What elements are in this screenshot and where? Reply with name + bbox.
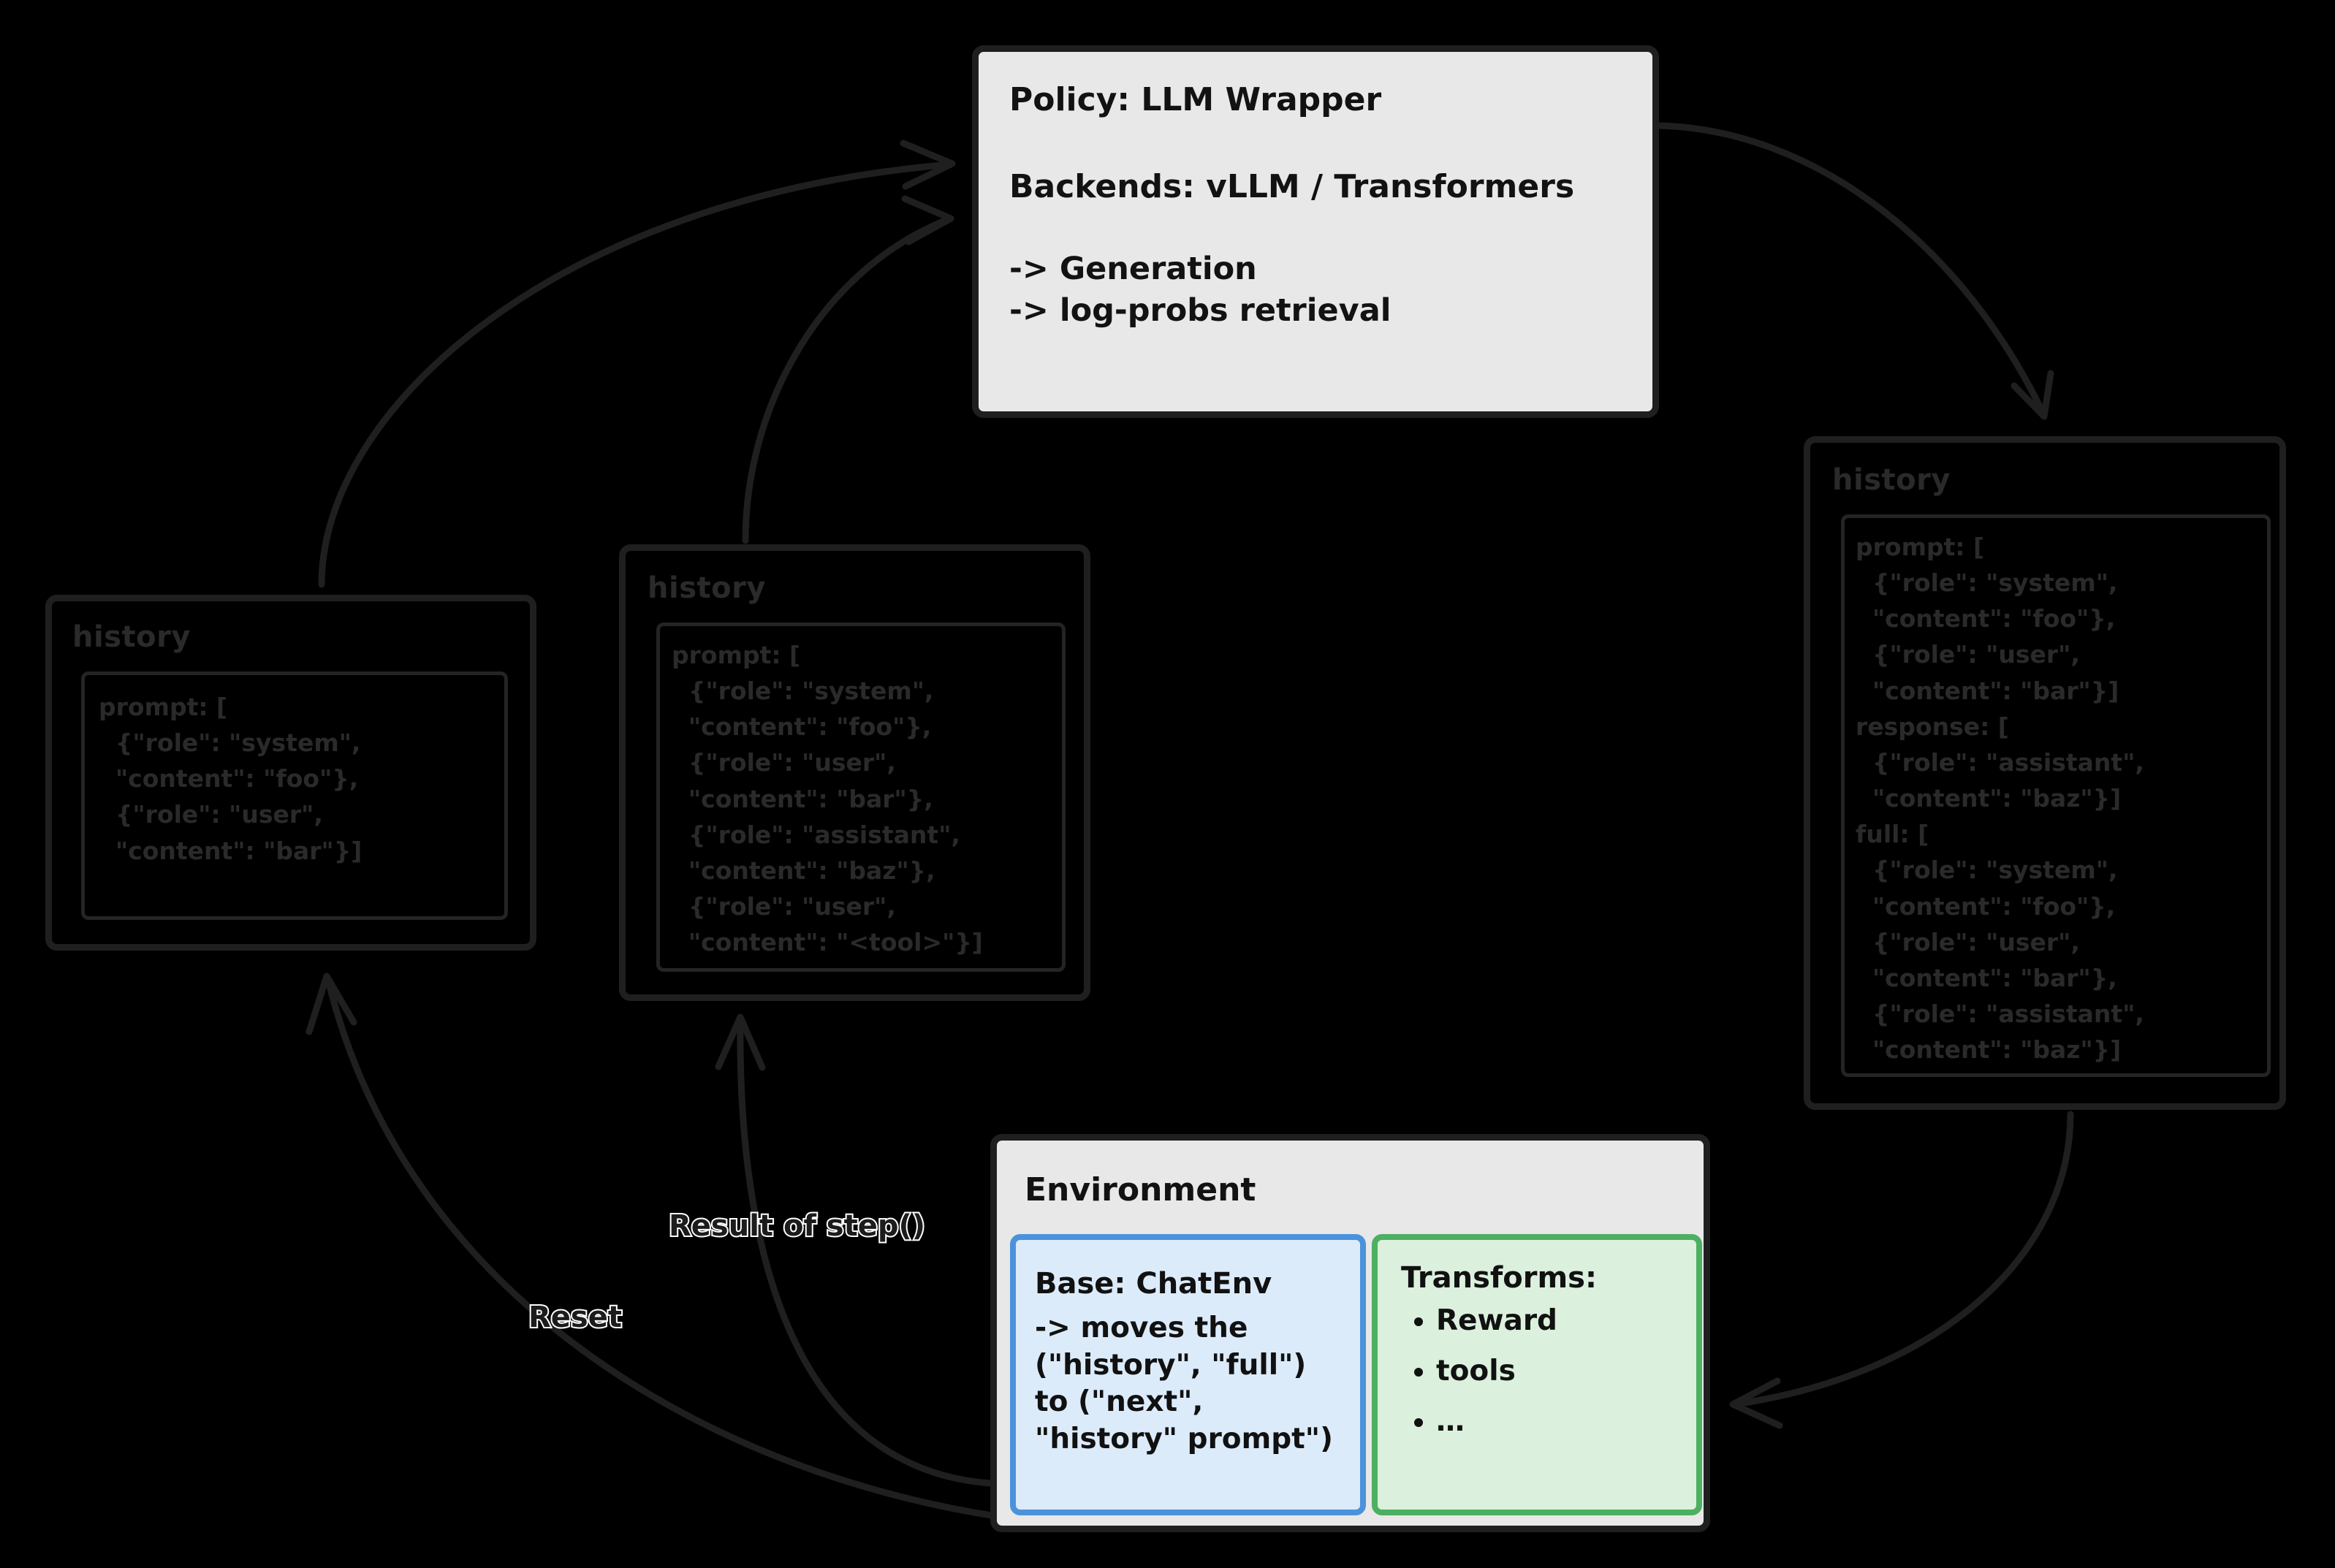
policy-bullet-generation: -> Generation	[1009, 251, 1257, 287]
edge-label-reset: Reset	[527, 1299, 623, 1336]
history-inner-frame	[1841, 514, 2271, 1077]
environment-node: Environment Base: ChatEnv -> moves the (…	[990, 1134, 1710, 1532]
environment-base-body: -> moves the ("history", "full") to ("ne…	[1035, 1312, 1333, 1456]
spacer	[1009, 203, 1622, 248]
list-item: …	[1436, 1406, 1680, 1438]
spacer	[1009, 116, 1622, 171]
history-node-next: history prompt: [ {"role": "system", "co…	[619, 544, 1090, 1001]
arrow-right-history-to-environment	[1729, 1111, 2074, 1429]
environment-transforms-panel: Transforms: Reward tools …	[1372, 1234, 1702, 1515]
arrow-environment-to-left-history	[305, 973, 1056, 1527]
history-inner-frame	[81, 671, 508, 920]
arrow-policy-to-right-history	[1657, 122, 2054, 420]
history-code: prompt: [ {"role": "system", "content": …	[672, 641, 983, 957]
policy-backends: Backends: vLLM / Transformers	[1009, 168, 1575, 205]
environment-base-heading: Base: ChatEnv	[1035, 1267, 1272, 1301]
list-item: Reward	[1436, 1305, 1680, 1337]
history-code: prompt: [ {"role": "system", "content": …	[1856, 533, 2144, 1065]
arrow-environment-to-mid-history	[715, 1013, 994, 1487]
environment-title: Environment	[1025, 1171, 1256, 1209]
environment-base-panel: Base: ChatEnv -> moves the ("history", "…	[1010, 1234, 1366, 1515]
edge-label-result-of-step: Result of step()	[667, 1208, 927, 1244]
policy-node: Policy: LLM Wrapper Backends: vLLM / Tra…	[972, 45, 1659, 418]
arrow-mid-history-to-policy	[742, 195, 954, 544]
arrow-left-history-to-policy	[318, 140, 956, 588]
history-title: history	[72, 620, 191, 654]
history-inner-frame	[656, 623, 1066, 972]
history-node-full: history prompt: [ {"role": "system", "co…	[1804, 436, 2286, 1110]
policy-title: Policy: LLM Wrapper	[1009, 81, 1382, 118]
history-title: history	[1832, 463, 1951, 497]
history-code: prompt: [ {"role": "system", "content": …	[99, 693, 362, 865]
policy-bullet-logprobs: -> log-probs retrieval	[1009, 292, 1391, 329]
environment-transforms-list: Reward tools …	[1401, 1305, 1680, 1438]
list-item: tools	[1436, 1355, 1680, 1388]
history-node-initial: history prompt: [ {"role": "system", "co…	[45, 595, 536, 951]
environment-transforms-heading: Transforms:	[1401, 1261, 1597, 1295]
history-title: history	[648, 571, 766, 605]
